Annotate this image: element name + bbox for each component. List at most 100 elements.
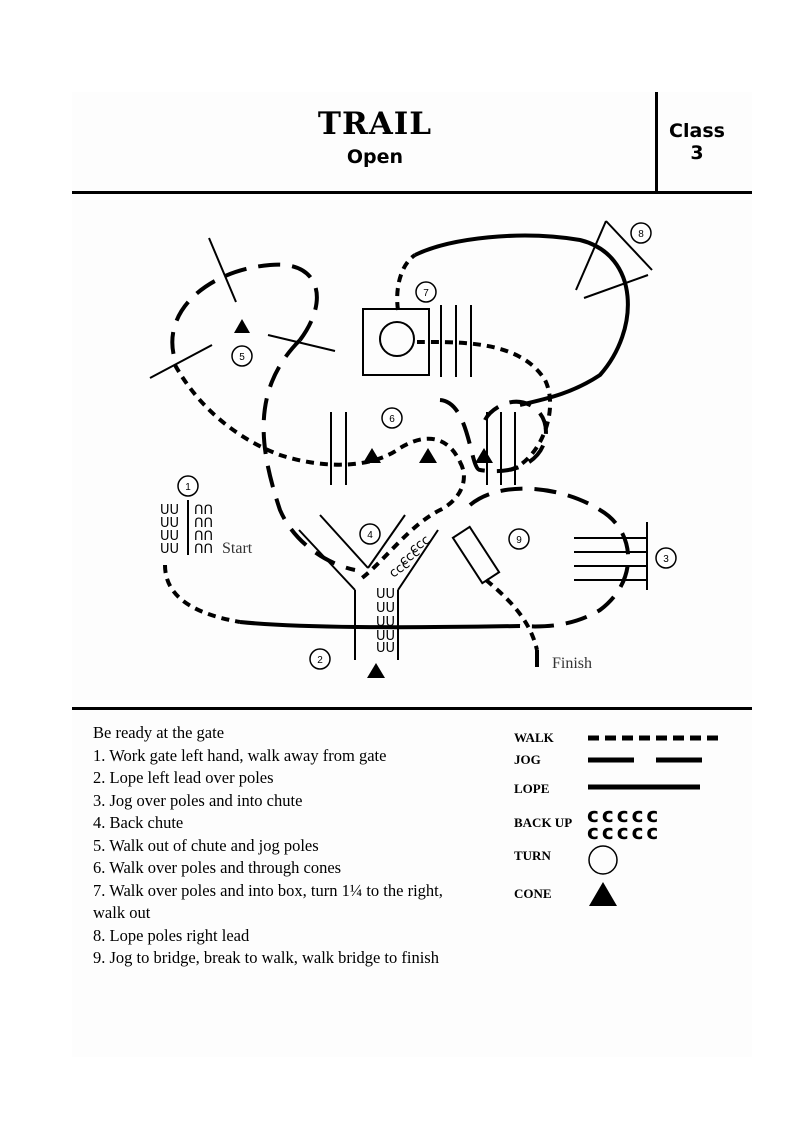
marker-number: 7 [423, 288, 429, 299]
finish-label: Finish [552, 655, 592, 672]
marker-8: 8 [630, 222, 652, 244]
legend-backup-label: BACK UP [514, 815, 573, 830]
back-up-mark: ᑎᑎ [194, 503, 213, 518]
step-markers: 1 2 3 4 5 6 7 8 9 [177, 222, 677, 670]
legend-jog-label: JOG [514, 752, 541, 767]
marker-9: 9 [508, 528, 530, 550]
cone-icon [475, 448, 493, 463]
route-segment [239, 620, 521, 630]
pole-line [605, 220, 653, 271]
lope-route [239, 233, 630, 667]
marker-number: 9 [516, 535, 522, 546]
route-segment [360, 461, 466, 580]
instruction-line: 2. Lope left lead over poles [93, 768, 274, 787]
marker-1: 1 [177, 475, 199, 497]
marker-number: 4 [367, 530, 373, 541]
legend-cone-label: CONE [514, 886, 552, 901]
marker-7: 7 [415, 281, 437, 303]
marker-5: 5 [231, 345, 253, 367]
class-word: Class [669, 120, 725, 142]
marker-number: 8 [638, 229, 644, 240]
route-segment [439, 398, 548, 474]
pattern-title: TRAIL [317, 106, 433, 142]
legend-backup-glyphs: ccccc [587, 803, 661, 827]
route-segment [170, 262, 319, 361]
back-up-mark: UU [160, 529, 179, 544]
instructions-divider [72, 707, 752, 710]
instruction-line: Be ready at the gate [93, 723, 225, 742]
instruction-line: 4. Back chute [93, 813, 184, 832]
back-up-mark: UU [160, 503, 179, 518]
marker-number: 5 [239, 352, 245, 363]
legend-turn-label: TURN [514, 848, 551, 863]
chute-rail [319, 514, 369, 569]
cone-icon [419, 448, 437, 463]
cones [234, 319, 493, 678]
back-up-mark: ᑎᑎ [194, 516, 213, 531]
marker-3: 3 [655, 547, 677, 569]
instruction-line: 9. Jog to bridge, break to walk, walk br… [93, 948, 439, 967]
pattern-sheet [72, 92, 752, 1057]
marker-6: 6 [381, 407, 403, 429]
back-up-mark: UU [160, 542, 179, 557]
instruction-line: 1. Work gate left hand, walk away from g… [93, 745, 387, 765]
cone-icon [589, 882, 617, 906]
class-box-divider [655, 92, 658, 192]
pattern-subtitle: Open [346, 146, 404, 168]
start-label: Start [222, 540, 253, 557]
route-segment [414, 233, 630, 407]
cone-icon [234, 319, 250, 333]
back-up-mark: UU [160, 516, 179, 531]
marker-number: 2 [317, 655, 323, 666]
back-up-mark: UU [376, 641, 395, 656]
bridge-obstacle [451, 525, 501, 585]
instructions-list: Be ready at the gate 1. Work gate left h… [93, 722, 493, 970]
route-segment [416, 339, 552, 472]
turn-icon [588, 845, 618, 875]
legend-lope-label: LOPE [514, 781, 550, 796]
marker-number: 3 [663, 554, 669, 565]
instruction-line: 3. Jog over poles and into chute [93, 790, 303, 810]
obstacles [149, 220, 653, 660]
pole-line [575, 220, 607, 291]
route-segment [468, 486, 631, 629]
pole-line [267, 334, 336, 352]
pole-line [149, 344, 213, 379]
legend-backup-glyphs: ccccc [587, 820, 661, 844]
cone-icon [367, 663, 385, 678]
back-up-mark: UU [376, 615, 395, 630]
route-segment [173, 364, 462, 467]
instruction-line: 7. Walk over poles and into box, turn 1¼… [93, 880, 443, 900]
legend-symbols: ccccc ccccc [587, 735, 718, 906]
back-up-mark: UU [376, 601, 395, 616]
jog-route [170, 262, 631, 629]
marker-number: 1 [185, 482, 191, 493]
chute-rail [397, 529, 439, 591]
legend-walk-label: WALK [514, 730, 554, 745]
marker-2: 2 [309, 648, 331, 670]
route-segment [163, 564, 241, 624]
back-up-mark: ᑎᑎ [194, 529, 213, 544]
back-up-mark: UU [376, 629, 395, 644]
instruction-line: 8. Lope poles right lead [93, 925, 250, 945]
route-segment [395, 253, 417, 311]
back-up-mark: ᑎᑎ [194, 542, 213, 557]
class-number: 3 [690, 142, 704, 164]
instruction-line: 6. Walk over poles and through cones [93, 858, 342, 877]
chute-rail [367, 514, 406, 569]
cone-icon [363, 448, 381, 463]
class-label: Class 3 [660, 120, 734, 164]
header-divider [72, 191, 752, 194]
marker-number: 6 [389, 414, 395, 425]
back-up-marks: UU UU UU UU UU ccc ccc ccc UU UU UU UU ᑎ… [160, 503, 433, 656]
turn-circle [379, 321, 415, 357]
pole-line [583, 274, 649, 299]
instruction-line: walk out [93, 903, 151, 922]
walk-route [163, 253, 552, 651]
pole-line [208, 237, 237, 303]
route-segment [261, 338, 356, 572]
marker-4: 4 [359, 523, 381, 545]
route-segment [484, 578, 539, 651]
instruction-line: 5. Walk out of chute and jog poles [93, 835, 319, 855]
